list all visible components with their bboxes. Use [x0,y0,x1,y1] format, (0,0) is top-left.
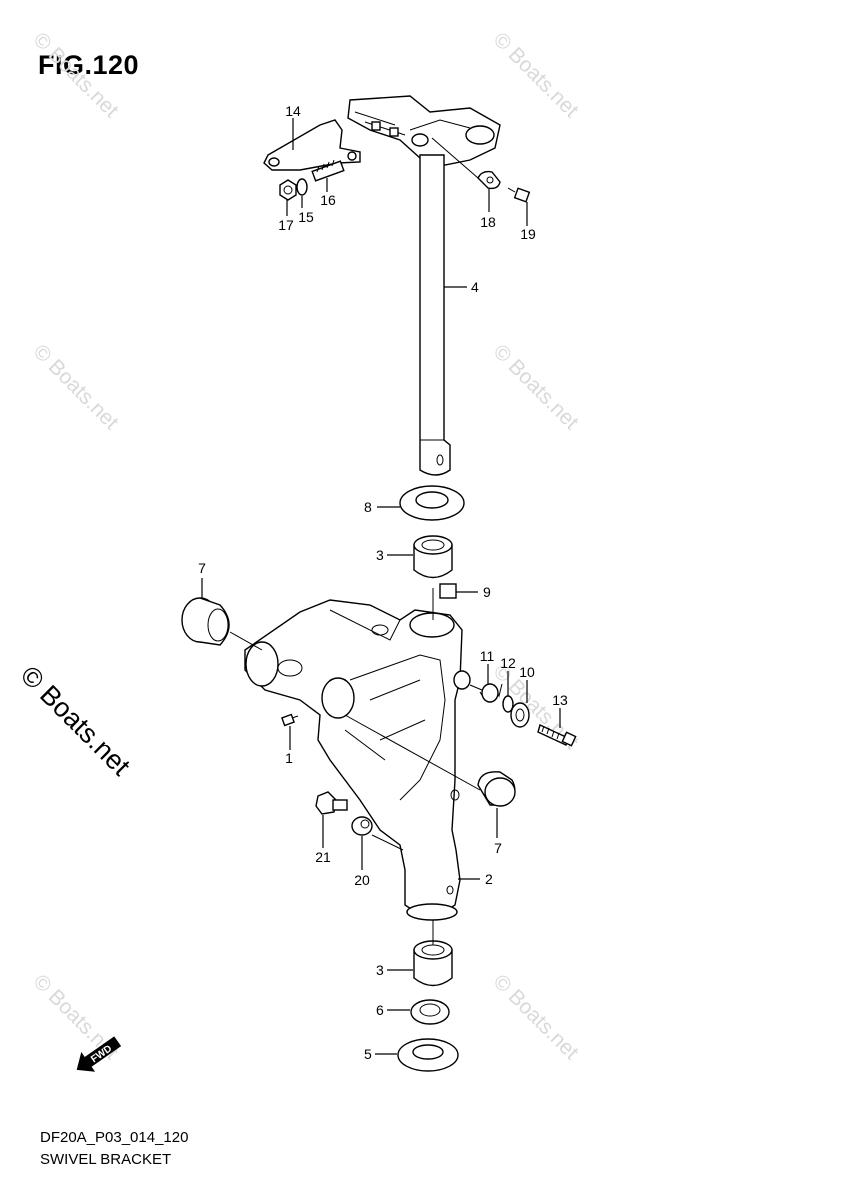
callout-20: 20 [354,872,370,888]
callout-19: 19 [520,226,536,242]
callout-12: 12 [500,655,516,671]
part-10-plug [510,702,530,728]
callout-7-left: 7 [198,560,206,576]
part-11-spring [479,683,503,703]
part-20-collar [351,816,373,836]
callout-5: 5 [364,1046,372,1062]
part-9-key [439,583,457,599]
callout-17: 17 [278,217,294,233]
callout-3-lower: 3 [376,962,384,978]
part-16-bolt [311,159,345,182]
callout-18: 18 [480,214,496,230]
part-7-bushing-right [477,771,516,807]
callout-16: 16 [320,192,336,208]
callout-2: 2 [485,871,493,887]
part-8-washer [399,485,465,521]
part-7-bushing-left [181,597,230,646]
callout-9: 9 [483,584,491,600]
part-1-grease-fitting [281,713,299,727]
fwd-arrow-icon: FWD [76,1036,122,1072]
callout-4: 4 [471,279,479,295]
figure-title: FIG.120 [38,50,140,80]
assembly-lines [229,137,483,945]
callout-13: 13 [552,692,568,708]
callout-3-upper: 3 [376,547,384,563]
callout-numbers: 14 15 16 17 18 19 4 8 3 7 9 11 12 10 13 … [198,103,568,1062]
drawing-name: SWIVEL BRACKET [40,1151,172,1168]
callout-7-right: 7 [494,840,502,856]
part-4-shaft [419,154,451,476]
steering-bracket [347,95,501,166]
part-5-washer [397,1038,459,1072]
part-13-bolt [537,724,577,747]
part-6-washer [410,999,450,1025]
callout-6: 6 [376,1002,384,1018]
part-3-bushing-upper [413,535,453,579]
part-17-nut [279,179,297,201]
swivel-bracket-body [244,599,471,921]
part-19-screw [507,187,531,203]
callout-21: 21 [315,849,331,865]
leader-lines [201,118,561,1055]
drawing-code: DF20A_P03_014_120 [40,1129,189,1146]
part-15-washer [296,178,308,196]
callout-11: 11 [480,648,495,664]
part-14-plate [263,119,361,171]
callout-15: 15 [298,209,314,225]
part-3-bushing-lower [413,940,453,987]
part-18-clip [477,170,501,190]
callout-10: 10 [519,664,535,680]
part-21-bolt [315,791,348,815]
callout-14: 14 [285,103,301,119]
callout-1: 1 [285,750,293,766]
callout-8: 8 [364,499,372,515]
